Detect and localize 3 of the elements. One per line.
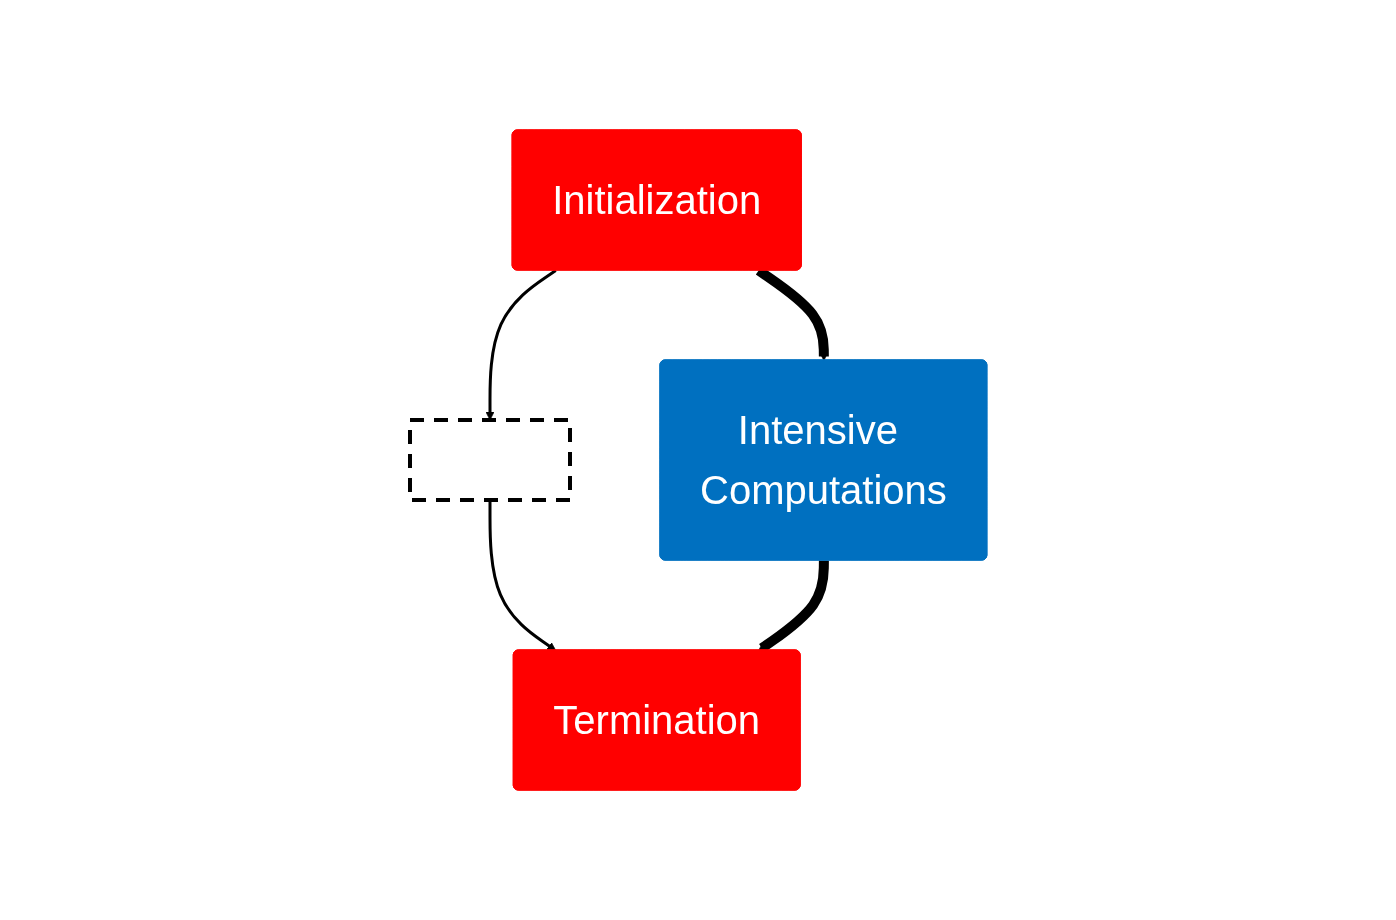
arrow [485, 269, 557, 421]
node-box [407, 418, 572, 502]
arrow [488, 500, 556, 651]
